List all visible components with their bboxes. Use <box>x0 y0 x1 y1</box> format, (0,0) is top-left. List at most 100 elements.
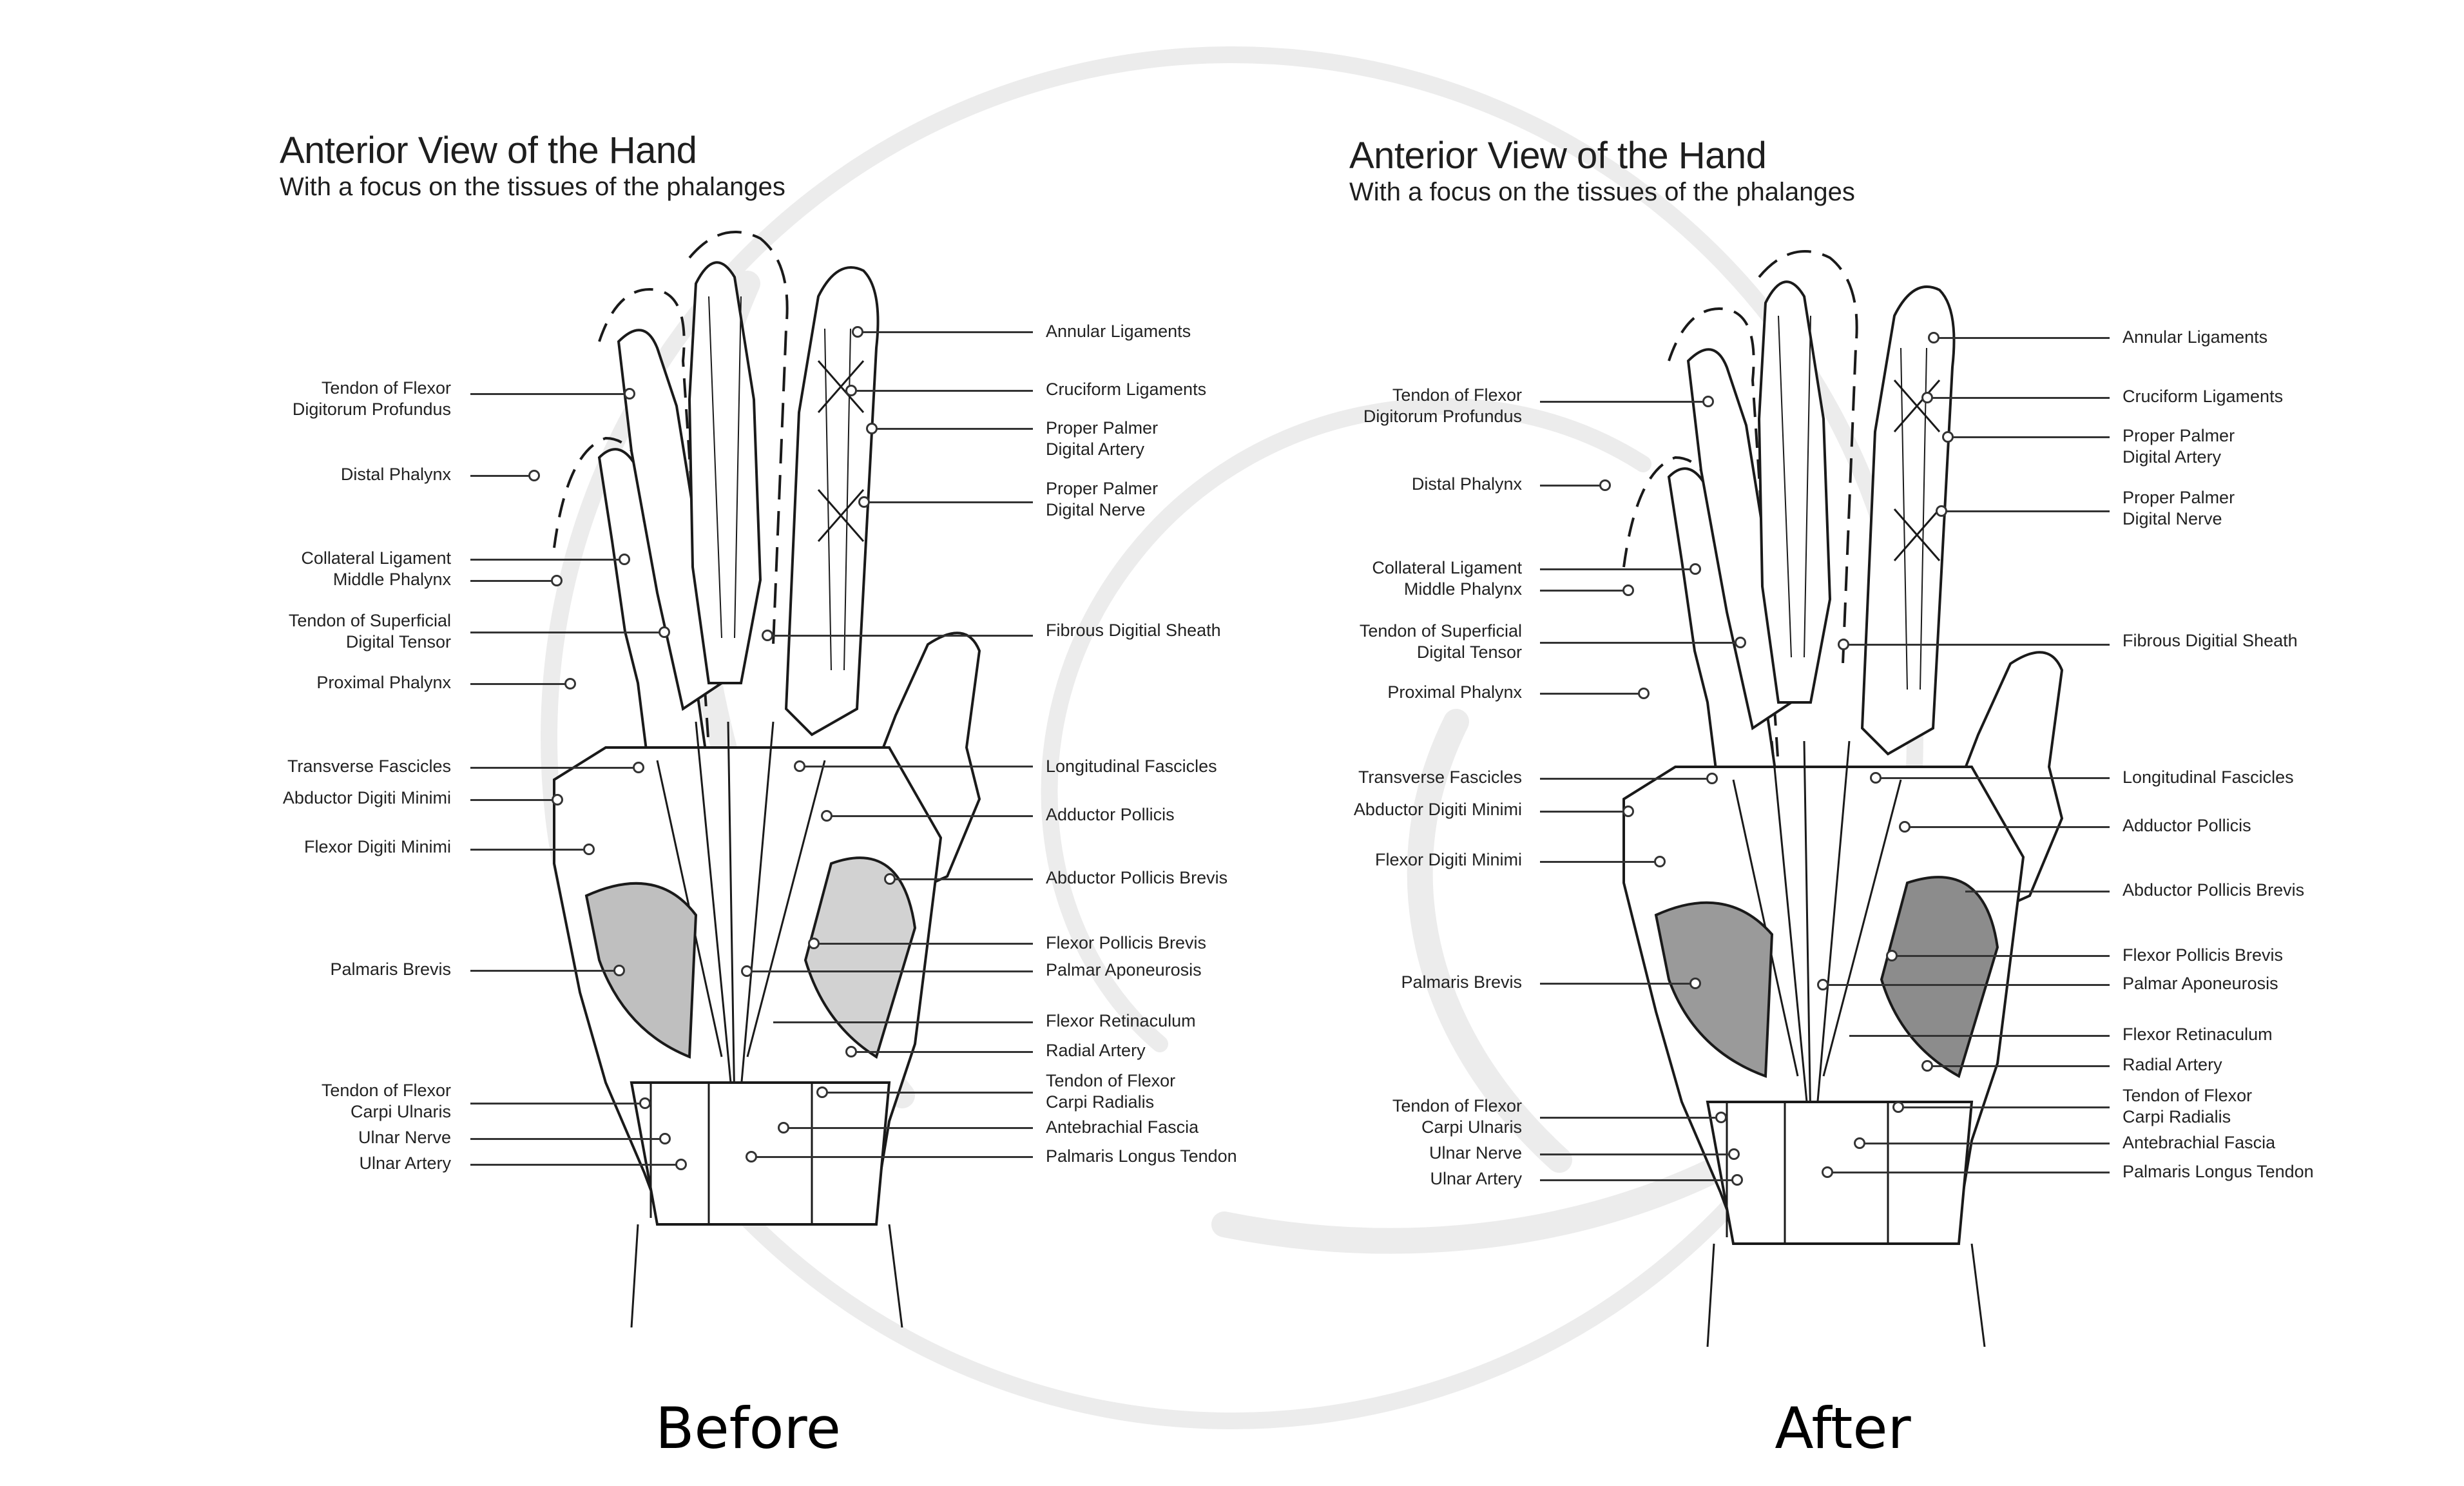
leader-dot <box>1622 584 1634 596</box>
label-abductor-pollicis-brevis: Abductor Pollicis Brevis <box>2122 880 2305 900</box>
leader-dot <box>1817 979 1829 990</box>
label-proximal-phalynx: Proximal Phalynx <box>316 673 451 692</box>
leader-line <box>773 1021 1033 1023</box>
leader-line <box>1947 436 2110 438</box>
leader-line <box>470 970 619 972</box>
label-longitudinal-fascicles: Longitudinal Fascicles <box>2122 767 2294 787</box>
leader-dot <box>1886 950 1898 961</box>
label-ulnar-artery: Ulnar Artery <box>1430 1169 1522 1188</box>
label-adductor-pollicis: Adductor Pollicis <box>1046 805 1175 824</box>
leader-dot <box>1854 1137 1865 1149</box>
leader-line <box>783 1127 1033 1129</box>
leader-line <box>1540 778 1711 780</box>
leader-line <box>470 475 535 477</box>
leader-dot <box>1706 773 1718 784</box>
label-tendon-flexor-digitorum-profundus: Tendon of Flexor Digitorum Profundus <box>292 378 451 419</box>
leader-dot <box>741 965 753 977</box>
leader-line <box>1941 510 2110 512</box>
leader-dot <box>816 1086 828 1098</box>
label-ulnar-nerve: Ulnar Nerve <box>358 1128 451 1147</box>
label-collateral-ligament: Collateral Ligament <box>1372 558 1522 577</box>
label-palmaris-longus-tendon: Palmaris Longus Tendon <box>1046 1146 1237 1166</box>
leader-dot <box>821 810 833 822</box>
leader-line <box>470 683 567 685</box>
leader-dot <box>564 678 576 690</box>
leader-dot <box>624 388 635 400</box>
panel-subtitle: With a focus on the tissues of the phala… <box>280 173 785 201</box>
leader-dot <box>866 423 878 434</box>
label-fibrous-digital-sheath: Fibrous Digitial Sheath <box>1046 621 1221 640</box>
leader-line <box>1540 642 1740 644</box>
label-proximal-phalynx: Proximal Phalynx <box>1387 682 1522 702</box>
leader-line <box>1540 811 1627 813</box>
leader-line <box>1540 983 1695 985</box>
leader-line <box>1904 826 2110 828</box>
leader-line <box>470 767 638 769</box>
leader-line <box>470 1138 664 1140</box>
label-adductor-pollicis: Adductor Pollicis <box>2122 816 2251 835</box>
label-transverse-fascicles: Transverse Fascicles <box>287 757 451 776</box>
label-collateral-ligament: Collateral Ligament <box>301 548 451 568</box>
label-proper-palmer-digital-nerve: Proper Palmer Digital Nerve <box>2122 488 2235 528</box>
leader-dot <box>1899 821 1911 833</box>
label-tendon-superficial-digital-tensor: Tendon of Superficial Digital Tensor <box>288 611 451 651</box>
leader-line <box>1859 1143 2110 1144</box>
leader-line <box>470 559 625 561</box>
leader-dot <box>762 630 773 641</box>
label-middle-phalynx: Middle Phalynx <box>1403 579 1522 599</box>
leader-dot <box>1928 332 1939 343</box>
leader-dot <box>1728 1148 1740 1160</box>
leader-dot <box>583 844 595 855</box>
leader-line <box>470 799 554 801</box>
label-distal-phalynx: Distal Phalynx <box>1411 474 1522 494</box>
label-annular-ligaments: Annular Ligaments <box>2122 327 2268 347</box>
leader-dot <box>552 794 563 806</box>
label-palmaris-brevis: Palmaris Brevis <box>1401 972 1522 992</box>
after-panel: Anterior View of the Hand With a focus o… <box>1070 0 2314 1486</box>
leader-dot <box>1654 856 1666 867</box>
label-ulnar-artery: Ulnar Artery <box>359 1153 451 1173</box>
leader-line <box>889 878 1033 880</box>
leader-dot <box>778 1122 789 1134</box>
leader-dot <box>858 496 870 508</box>
leader-dot <box>1689 563 1701 575</box>
label-ulnar-nerve: Ulnar Nerve <box>1429 1143 1522 1163</box>
leader-line <box>470 1164 680 1166</box>
leader-line <box>1933 337 2110 339</box>
leader-line <box>851 390 1033 392</box>
leader-dot <box>808 938 820 949</box>
leader-line <box>1540 1179 1737 1181</box>
leader-line <box>751 1156 1033 1158</box>
leader-dot <box>1715 1112 1727 1123</box>
label-palmar-aponeurosis: Palmar Aponeurosis <box>2122 974 2278 993</box>
label-middle-phalynx: Middle Phalynx <box>332 570 451 589</box>
leader-dot <box>1921 392 1933 403</box>
leader-line <box>1891 955 2110 957</box>
leader-dot <box>1638 688 1650 699</box>
label-cruciform-ligaments: Cruciform Ligaments <box>1046 380 1207 399</box>
leader-dot <box>884 873 896 885</box>
leader-line <box>470 580 554 582</box>
leader-dot <box>852 326 863 338</box>
panel-title: Anterior View of the Hand <box>1349 135 1767 177</box>
leader-line <box>851 1051 1033 1053</box>
leader-dot <box>659 1133 671 1144</box>
leader-line <box>767 635 1033 637</box>
leader-line <box>822 1092 1033 1094</box>
leader-dot <box>1599 479 1611 491</box>
leader-line <box>470 1103 644 1105</box>
leader-dot <box>1942 431 1954 443</box>
before-caption: Before <box>655 1395 841 1462</box>
leader-dot <box>1702 396 1714 407</box>
label-fibrous-digital-sheath: Fibrous Digitial Sheath <box>2122 631 2298 650</box>
label-palmaris-longus-tendon: Palmaris Longus Tendon <box>2122 1162 2314 1181</box>
label-proper-palmer-digital-nerve: Proper Palmer Digital Nerve <box>1046 479 1159 519</box>
leader-line <box>1822 984 2110 986</box>
leader-dot <box>675 1159 687 1170</box>
label-palmaris-brevis: Palmaris Brevis <box>330 960 451 979</box>
leader-line <box>857 331 1033 333</box>
leader-dot <box>1622 806 1634 817</box>
label-flexor-retinaculum: Flexor Retinaculum <box>2122 1025 2273 1044</box>
label-flexor-digiti-minimi: Flexor Digiti Minimi <box>1374 850 1522 869</box>
label-tendon-superficial-digital-tensor: Tendon of Superficial Digital Tensor <box>1359 621 1522 662</box>
